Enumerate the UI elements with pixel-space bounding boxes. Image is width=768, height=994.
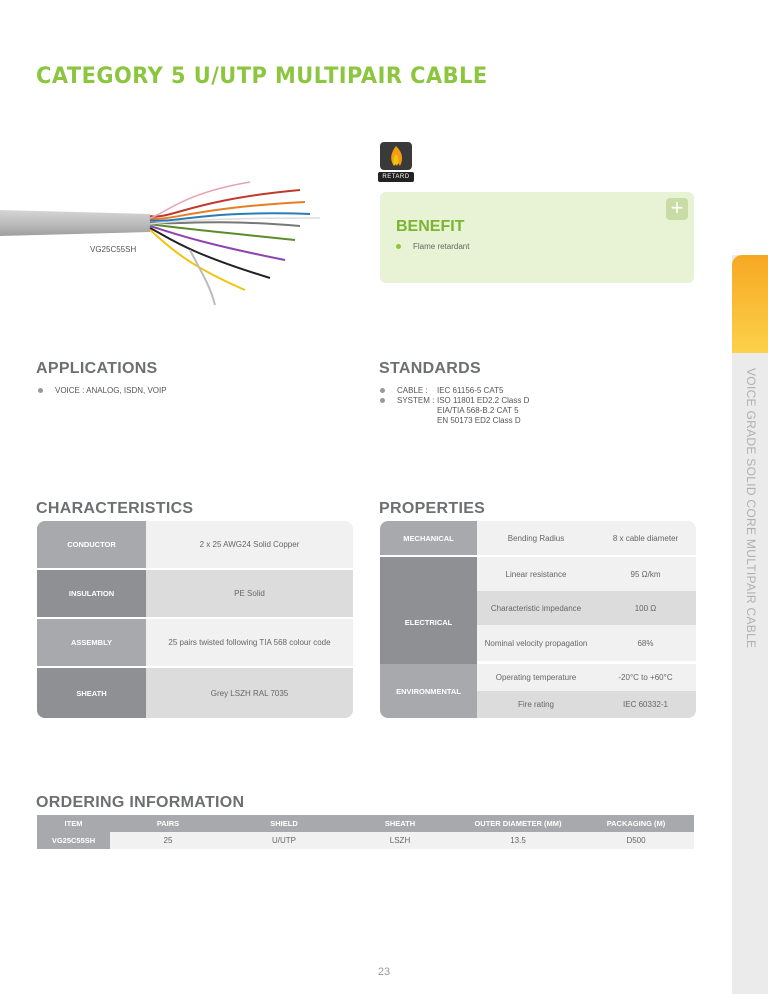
list-item: VOICE : ANALOG, ISDN, VOIP — [38, 386, 167, 396]
bullet-icon — [396, 244, 401, 250]
ordering-heading: ORDERING INFORMATION — [36, 794, 245, 811]
table-row: Bending Radius 8 x cable diameter — [477, 521, 696, 555]
table-row: Nominal velocity propagation 68% — [477, 625, 696, 661]
properties-heading: PROPERTIES — [379, 500, 486, 517]
standards-heading: STANDARDS — [379, 360, 481, 377]
table-row: Linear resistance 95 Ω/km — [477, 557, 696, 591]
plus-icon[interactable]: + — [666, 197, 688, 220]
prop-category: MECHANICAL — [380, 521, 477, 555]
ordering-table: ITEM PAIRS SHIELD SHEATH OUTER DIAMETER … — [37, 815, 694, 849]
table-header-row: ITEM PAIRS SHIELD SHEATH OUTER DIAMETER … — [37, 815, 694, 832]
page-title: CATEGORY 5 U/UTP MULTIPAIR CABLE — [36, 64, 488, 89]
table-row: VG25C55SH 25 U/UTP LSZH 13.5 D500 — [37, 832, 694, 849]
retard-badge-label: RETARD — [378, 172, 414, 182]
characteristics-heading: CHARACTERISTICS — [36, 500, 194, 517]
cable-illustration — [0, 181, 321, 306]
prop-category: ENVIRONMENTAL — [380, 664, 477, 718]
table-row: INSULATION PE Solid — [37, 570, 353, 617]
standards-list: CABLE : IEC 61156-5 CAT5 SYSTEM : ISO 11… — [380, 386, 529, 426]
applications-heading: APPLICATIONS — [36, 360, 158, 377]
table-row: Operating temperature -20°C to +60°C — [477, 664, 696, 691]
bullet-icon — [380, 398, 385, 403]
table-row: SHEATH Grey LSZH RAL 7035 — [37, 668, 353, 718]
benefit-title: BENEFIT — [396, 218, 465, 235]
list-item: SYSTEM : ISO 11801 ED2.2 Class D EIA/TIA… — [380, 396, 529, 426]
flame-retardant-icon — [380, 142, 412, 170]
side-tab-accent — [732, 255, 768, 353]
table-row: Characteristic impedance 100 Ω — [477, 591, 696, 625]
list-item: CABLE : IEC 61156-5 CAT5 — [380, 386, 529, 396]
benefit-item: Flame retardant — [396, 242, 469, 251]
applications-list: VOICE : ANALOG, ISDN, VOIP — [38, 386, 167, 396]
table-row: ASSEMBLY 25 pairs twisted following TIA … — [37, 619, 353, 666]
side-tab-text: VOICE GRADE SOLID CORE MULTIPAIR CABLE — [744, 368, 758, 649]
bullet-icon — [380, 388, 385, 393]
table-row: CONDUCTOR 2 x 25 AWG24 Solid Copper — [37, 521, 353, 568]
properties-table: MECHANICAL ELECTRICAL ENVIRONMENTAL Bend… — [380, 521, 696, 718]
characteristics-table: CONDUCTOR 2 x 25 AWG24 Solid Copper INSU… — [37, 521, 353, 718]
cable-caption: VG25C55SH — [90, 245, 137, 254]
bullet-icon — [38, 388, 43, 394]
page-number: 23 — [377, 966, 391, 978]
benefit-box: + BENEFIT Flame retardant — [380, 192, 694, 283]
side-tab — [732, 255, 768, 994]
table-row: Fire rating IEC 60332-1 — [477, 691, 696, 718]
